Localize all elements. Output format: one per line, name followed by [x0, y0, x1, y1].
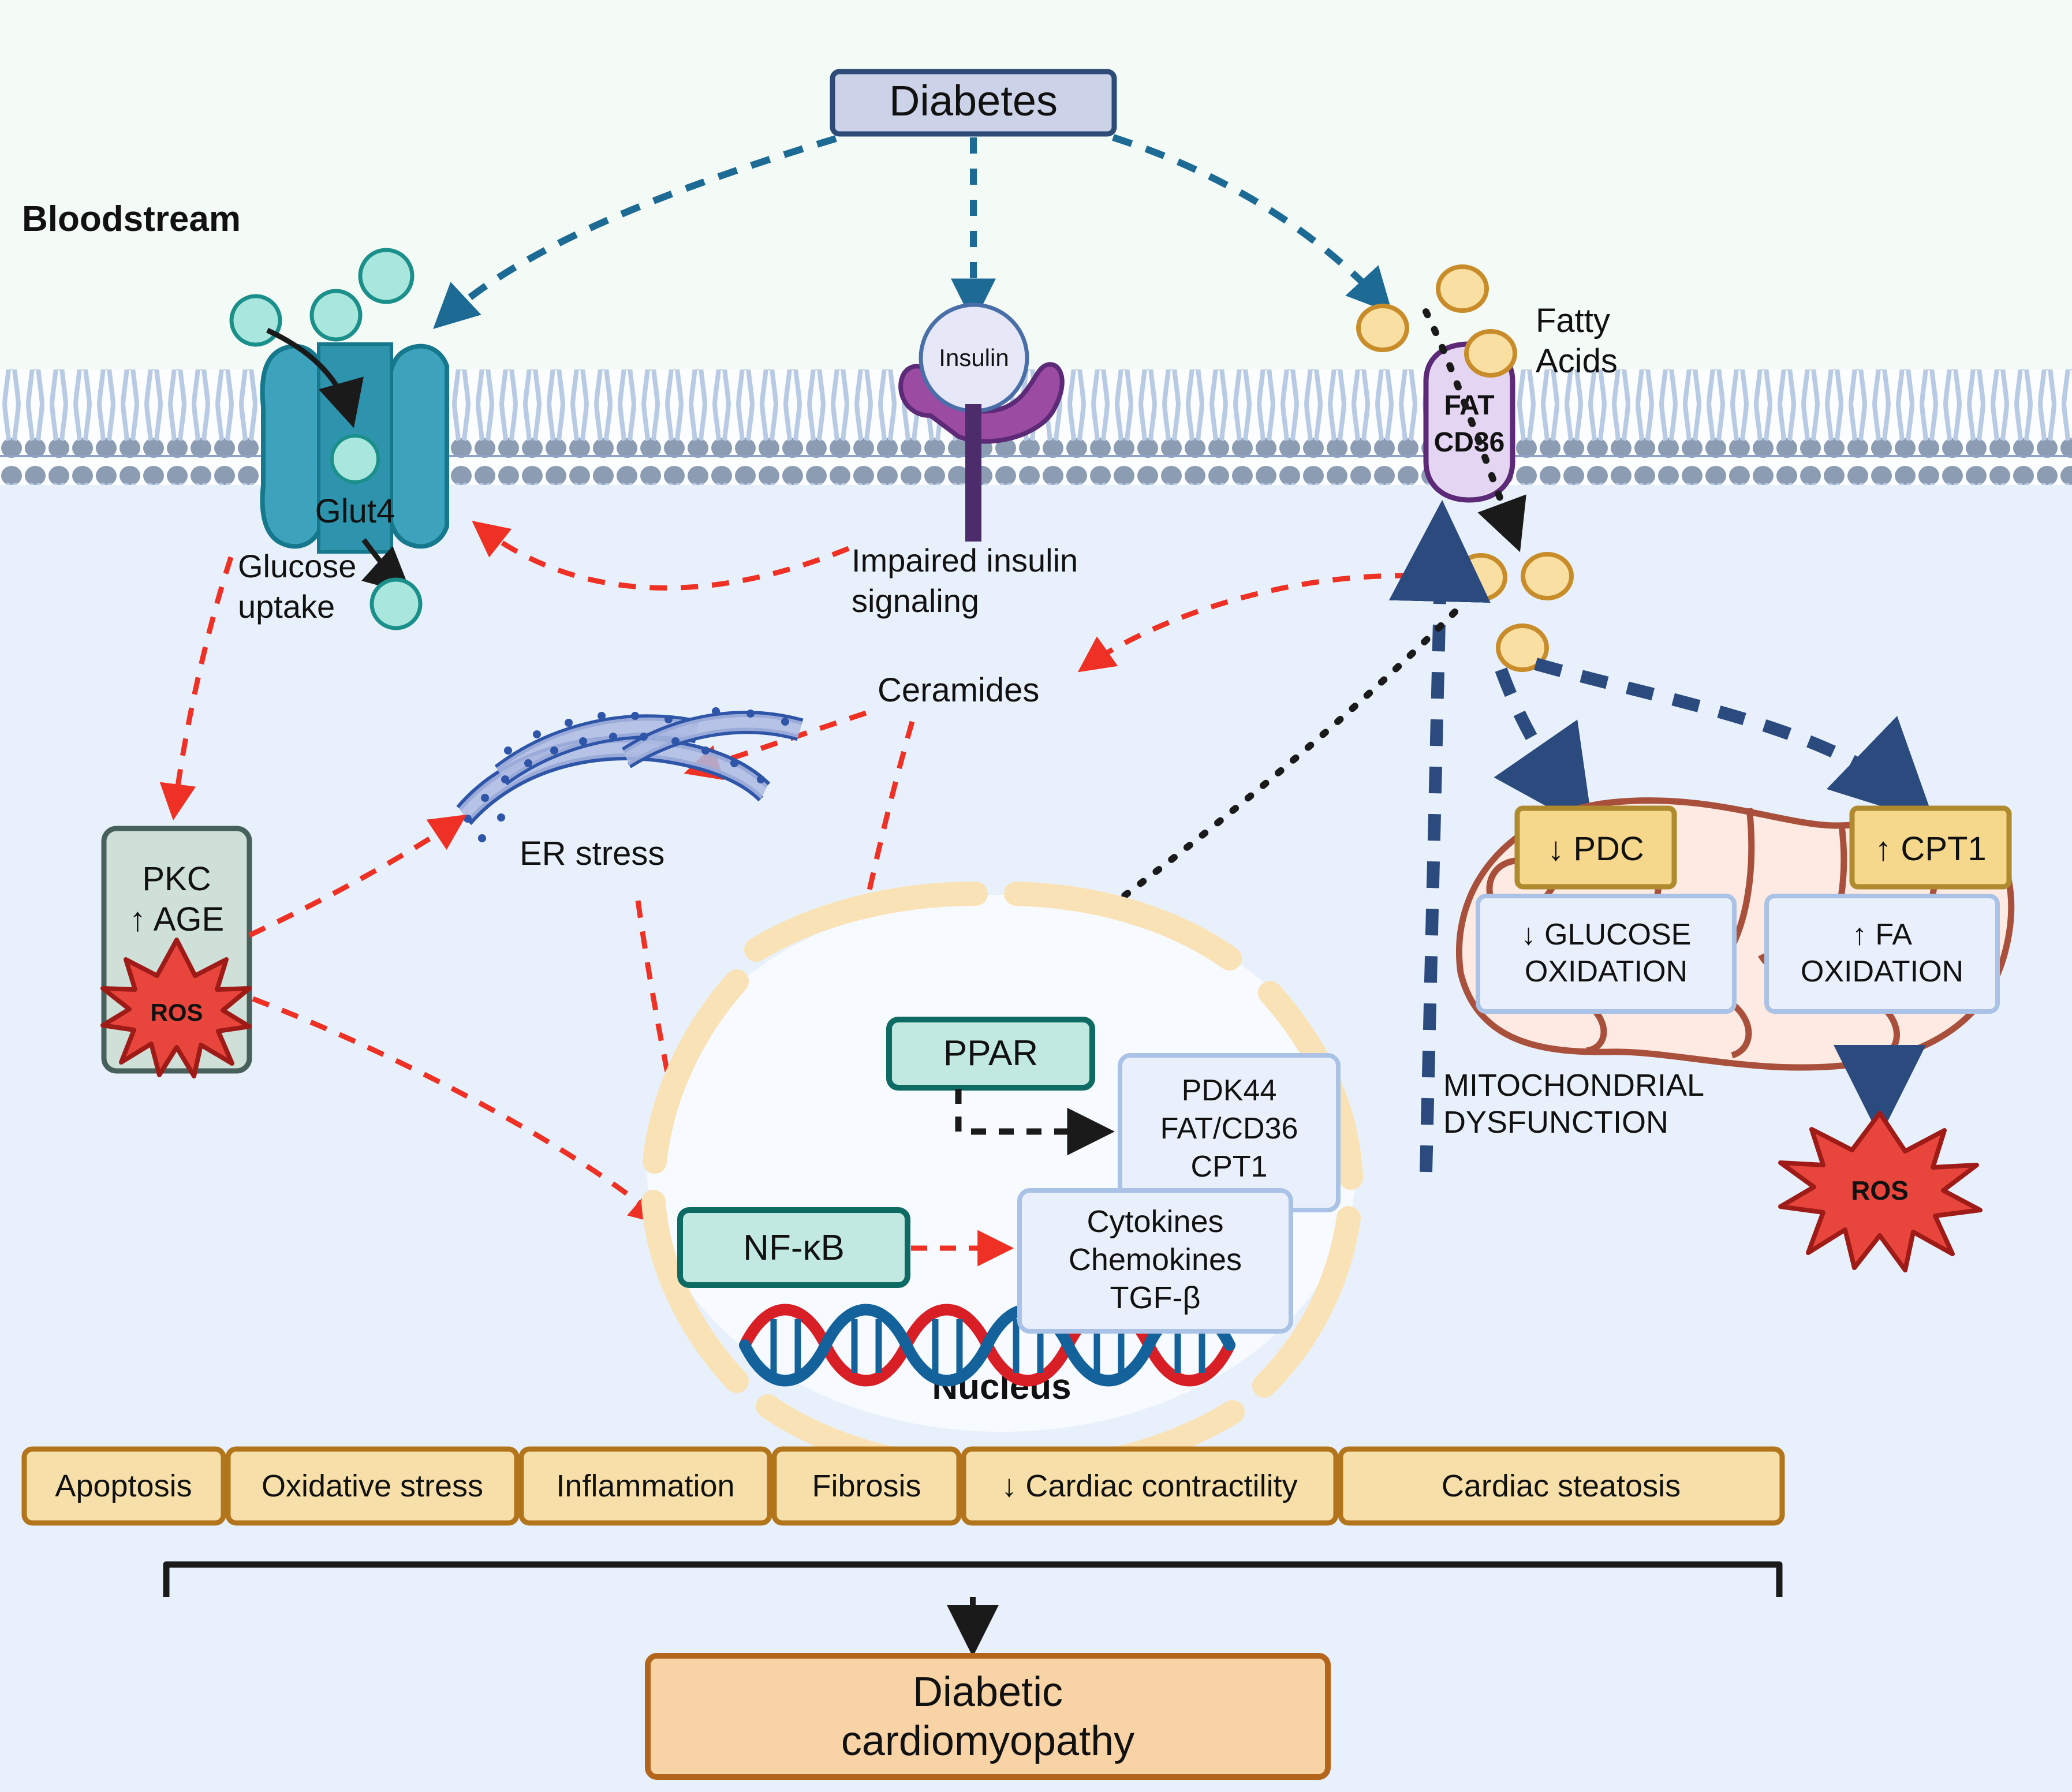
outcome-label-3: Fibrosis	[812, 1469, 921, 1503]
final-outcome-line1: Diabetic	[913, 1669, 1063, 1715]
node-ppar[interactable]: PPAR	[886, 1017, 1095, 1091]
ros-label-mito: ROS	[1851, 1175, 1909, 1205]
node-cpt1-mito[interactable]: ↑ CPT1	[1849, 805, 2012, 890]
insulin-receptor[interactable]: Insulin	[898, 303, 1065, 542]
final-outcome-line2: cardiomyopathy	[841, 1718, 1134, 1764]
cpt1-label: ↑ CPT1	[1875, 830, 1986, 868]
edge-pkc-to-nfkb	[252, 996, 667, 1226]
edge-ppar-to-targets	[955, 1089, 1115, 1156]
cytokines-label-line2: Chemokines	[1069, 1242, 1242, 1277]
er-stress-label: ER stress	[520, 835, 664, 872]
cytokines-label-line3: TGF-β	[1110, 1280, 1200, 1315]
outcome-box-3[interactable]: Fibrosis	[771, 1446, 962, 1526]
glucose-uptake-molecule-icon	[369, 577, 423, 630]
impaired-insulin-label-line2: signaling	[852, 583, 979, 619]
endoplasmic-reticulum-icon	[456, 707, 804, 842]
mito-dysfunction-line1: MITOCHONDRIAL	[1443, 1068, 1704, 1103]
glucose-uptake-label-line1: Glucose	[238, 548, 356, 584]
node-glucose-oxidation[interactable]: ↓ GLUCOSE OXIDATION	[1476, 894, 1737, 1014]
node-diabetic-cardiomyopathy[interactable]: Diabetic cardiomyopathy	[645, 1653, 1331, 1780]
impaired-insulin-label-line1: Impaired insulin	[852, 542, 1078, 578]
node-diabetes-label: Diabetes	[889, 77, 1058, 125]
node-pdc[interactable]: ↓ PDC	[1514, 805, 1677, 890]
pkc-label-line2: ↑ AGE	[129, 901, 224, 938]
glucose-oxidation-line2: OXIDATION	[1525, 955, 1688, 988]
ros-starburst-icon: ROS	[100, 938, 252, 1078]
fa-oxidation-line2: OXIDATION	[1801, 955, 1963, 988]
outcome-box-0[interactable]: Apoptosis	[21, 1446, 226, 1526]
fa-oxidation-line1: ↑ FA	[1852, 918, 1912, 951]
outcome-label-5: Cardiac steatosis	[1442, 1469, 1681, 1503]
glucose-oxidation-line1: ↓ GLUCOSE	[1521, 918, 1692, 951]
arrow-glucose-in	[266, 327, 364, 428]
fatty-acids-label-line2: Acids	[1536, 342, 1618, 380]
ros-label-pkc: ROS	[150, 999, 203, 1026]
edge-upregulate-cd36	[1388, 500, 1491, 1173]
fatty-acids-label-line1: Fatty	[1536, 302, 1610, 339]
fat-cd36-label-line1: FAT	[1444, 390, 1494, 421]
edge-fa-uptake	[1423, 308, 1526, 552]
outcome-box-5[interactable]: Cardiac steatosis	[1338, 1446, 1785, 1526]
outcome-box-4[interactable]: ↓ Cardiac contractility	[961, 1446, 1339, 1526]
edge-diabetes-to-cd36	[1112, 134, 1392, 313]
edge-glucose-to-pkc	[159, 556, 234, 821]
pdk-label-line3: CPT1	[1191, 1150, 1268, 1184]
outcome-box-2[interactable]: Inflammation	[518, 1446, 772, 1526]
bloodstream-label: Bloodstream	[22, 199, 241, 239]
nucleus-icon: Nucleus	[641, 882, 1363, 1483]
cytokines-label-line1: Cytokines	[1087, 1204, 1223, 1239]
ppar-label: PPAR	[943, 1033, 1038, 1073]
fatty-acid-molecule-icon	[1356, 264, 1517, 378]
node-cytokines[interactable]: Cytokines Chemokines TGF-β	[1017, 1188, 1293, 1334]
edge-pkc-to-er	[248, 815, 467, 938]
outcomes-bracket	[163, 1561, 1783, 1597]
pdk-label-line1: PDK44	[1182, 1074, 1277, 1107]
mito-dysfunction-line2: DYSFUNCTION	[1443, 1105, 1668, 1140]
glucose-uptake-label-line2: uptake	[238, 588, 335, 625]
edge-impaired-to-glut4	[472, 520, 850, 591]
outcome-label-0: Apoptosis	[55, 1469, 192, 1503]
fat-cd36-label-line2: CD36	[1434, 427, 1505, 458]
glucose-molecule-icon	[229, 248, 415, 347]
glut4-label: Glut4	[315, 492, 395, 530]
pdc-label: ↓ PDC	[1547, 830, 1644, 868]
outcomes-row: Apoptosis Oxidative stress Inflammation …	[21, 1446, 1785, 1526]
outcome-label-1: Oxidative stress	[262, 1469, 483, 1503]
node-pkc-age[interactable]: PKC ↑ AGE ROS	[100, 826, 252, 1078]
bloodstream-region	[0, 0, 2072, 381]
edge-diabetes-to-glut4	[433, 135, 837, 329]
insulin-label: Insulin	[939, 344, 1009, 371]
outcome-box-1[interactable]: Oxidative stress	[225, 1446, 520, 1526]
node-pdk-targets[interactable]: PDK44 FAT/CD36 CPT1	[1118, 1053, 1341, 1212]
pdk-label-line2: FAT/CD36	[1160, 1112, 1298, 1145]
nfkb-label: NF-κB	[743, 1228, 845, 1268]
node-fa-oxidation[interactable]: ↑ FA OXIDATION	[1764, 894, 2000, 1014]
pkc-label-line1: PKC	[142, 860, 211, 898]
edge-fa-to-pdc	[1494, 667, 1594, 832]
glut4-transporter[interactable]: Glut4	[260, 342, 449, 554]
ceramides-label: Ceramides	[878, 671, 1039, 709]
node-diabetes[interactable]: Diabetes	[830, 69, 1117, 137]
outcome-label-2: Inflammation	[556, 1469, 734, 1503]
edge-fa-to-cpt1	[1534, 658, 1935, 823]
outcome-label-4: ↓ Cardiac contractility	[1001, 1469, 1297, 1503]
ros-starburst-icon-right: ROS	[1778, 1111, 1983, 1272]
node-nfkb[interactable]: NF-κB	[677, 1207, 910, 1288]
